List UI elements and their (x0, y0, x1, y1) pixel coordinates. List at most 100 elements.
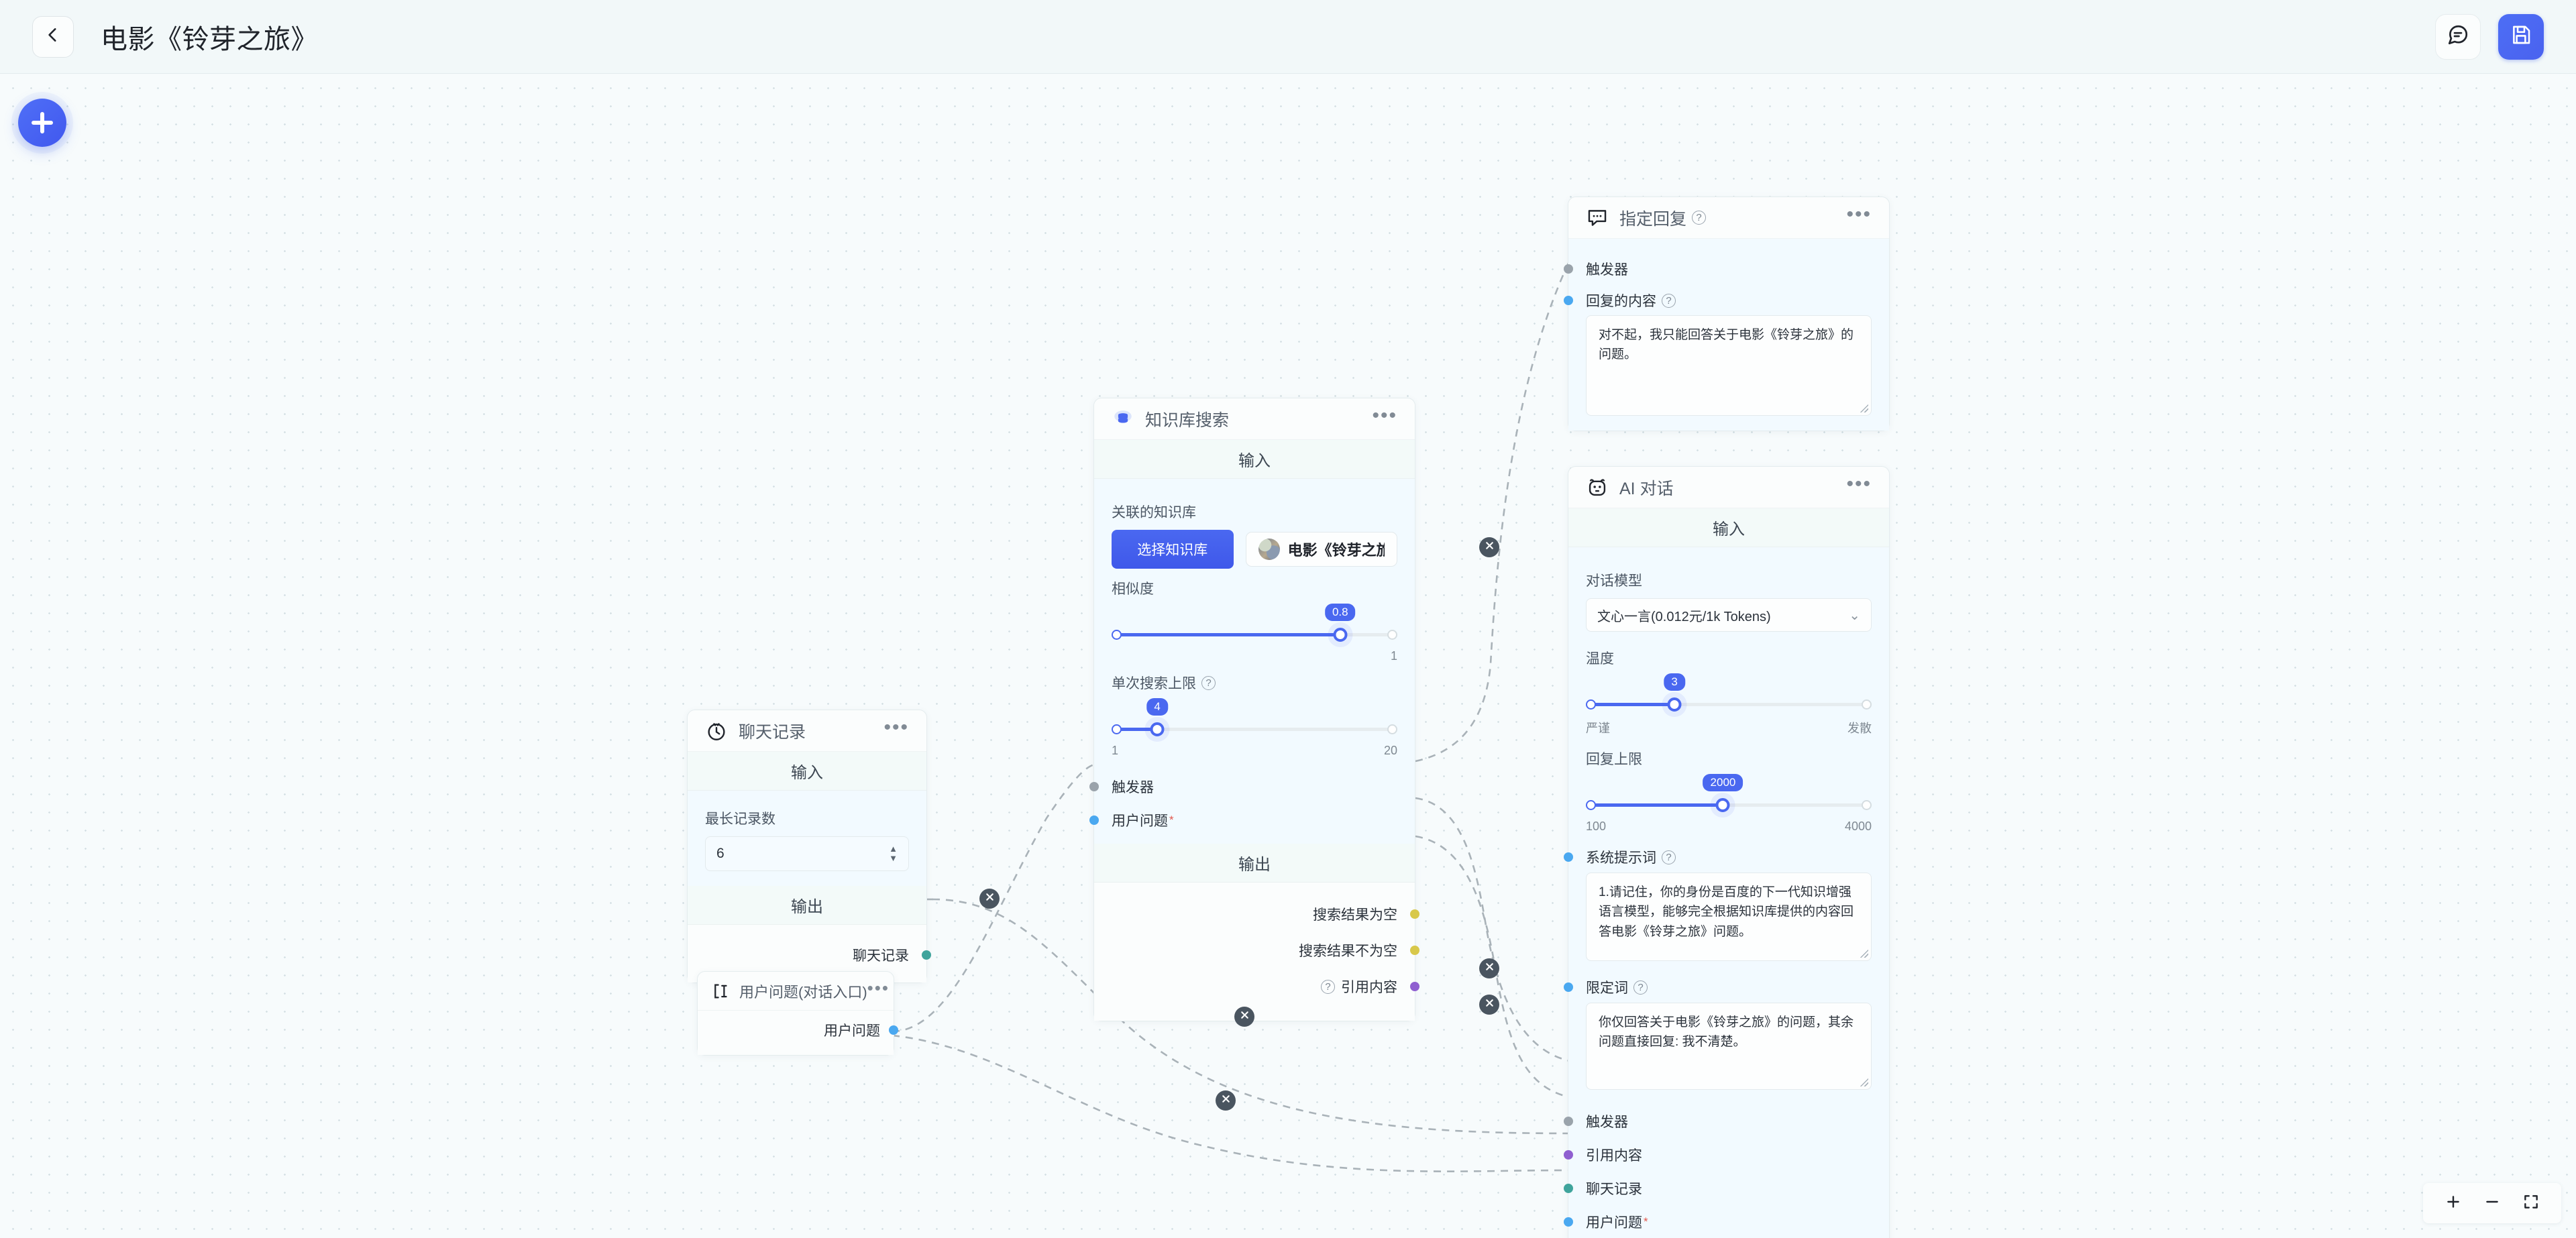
port-system-prompt[interactable]: 系统提示词 ? (1564, 842, 1872, 873)
port-quoted-content[interactable]: ? 引用内容 (1112, 968, 1419, 1005)
port-handle[interactable] (1089, 782, 1099, 791)
reply-content-textarea[interactable]: 对不起，我只能回答关于电影《铃芽之旅》的问题。 (1586, 315, 1872, 416)
port-user-question[interactable]: 用户问题* (1564, 1205, 1872, 1238)
chat-preview-button[interactable] (2435, 13, 2481, 60)
selected-knowledge-base-chip[interactable]: 电影《铃芽之旅》 (1245, 532, 1397, 567)
port-label: 引用内容 (1586, 1148, 1642, 1164)
stepper-up-icon[interactable]: ▲ (889, 844, 898, 854)
port-handle[interactable] (1564, 296, 1573, 305)
port-handle[interactable] (922, 950, 931, 960)
edge-delete-button[interactable] (1479, 537, 1499, 557)
port-chat-history[interactable]: 聊天记录 (1564, 1172, 1872, 1205)
port-trigger[interactable]: 触发器 (1089, 770, 1397, 803)
temperature-knob[interactable] (1667, 697, 1682, 712)
port-search-not-empty[interactable]: 搜索结果不为空 (1112, 932, 1419, 968)
node-knowledge-search[interactable]: 知识库搜索 ••• 输入 关联的知识库 选择知识库 电影《铃芽之旅》 相似度 0… (1089, 398, 1419, 1021)
stepper-down-icon[interactable]: ▼ (889, 853, 898, 863)
search-limit-knob[interactable] (1150, 722, 1165, 736)
port-trigger[interactable]: 触发器 (1564, 252, 1872, 286)
port-trigger[interactable]: 触发器 (1564, 1105, 1872, 1138)
back-button[interactable] (32, 15, 74, 58)
edge-delete-button[interactable] (1479, 958, 1499, 978)
port-handle[interactable] (1564, 982, 1573, 992)
port-user-question[interactable]: 用户问题* (1089, 803, 1397, 837)
node-header[interactable]: 聊天记录 ••• (688, 710, 926, 752)
slider-min-handle (1112, 630, 1122, 640)
add-node-button[interactable] (18, 99, 66, 147)
max-records-stepper[interactable]: 6 ▲ ▼ (705, 836, 909, 871)
node-header[interactable]: 知识库搜索 ••• (1094, 398, 1415, 440)
text-cursor-icon (711, 981, 731, 1001)
fit-view-button[interactable] (2513, 1190, 2549, 1217)
limit-word-textarea[interactable]: 你仅回答关于电影《铃芽之旅》的问题，其余问题直接回复: 我不清楚。 (1586, 1003, 1872, 1090)
port-handle[interactable] (1564, 852, 1573, 862)
port-handle[interactable] (1410, 946, 1419, 955)
node-header[interactable]: AI 对话 ••• (1568, 467, 1889, 508)
reply-limit-slider[interactable]: 2000 (1586, 774, 1872, 814)
stepper-arrows[interactable]: ▲ ▼ (889, 844, 898, 863)
port-limit-word[interactable]: 限定词 ? (1564, 972, 1872, 1003)
zoom-in-button[interactable] (2435, 1190, 2471, 1217)
search-limit-value-bubble: 4 (1146, 698, 1168, 716)
node-header[interactable]: 用户问题(对话入口) ••• (698, 972, 894, 1011)
node-chat-history[interactable]: 聊天记录 ••• 输入 最长记录数 6 ▲ ▼ 输出 聊天记录 (687, 710, 931, 983)
robot-icon (1586, 476, 1609, 499)
edge-delete-button[interactable] (1216, 1090, 1236, 1111)
port-label: 用户问题 (824, 1023, 880, 1039)
zoom-out-button[interactable] (2474, 1190, 2510, 1217)
help-icon[interactable]: ? (1321, 979, 1335, 994)
edge-delete-button[interactable] (979, 889, 1000, 909)
node-ai-dialog[interactable]: AI 对话 ••• 输入 对话模型 文心一言(0.012元/1k Tokens)… (1564, 466, 1890, 1238)
node-menu-button[interactable]: ••• (1846, 472, 1872, 495)
port-handle[interactable] (1564, 1117, 1573, 1126)
port-chat-history-output[interactable]: 聊天记录 (705, 938, 931, 972)
port-quoted-content[interactable]: 引用内容 (1564, 1138, 1872, 1172)
node-menu-button[interactable]: ••• (1846, 203, 1872, 225)
port-user-question-output[interactable]: 用户问题 (711, 1015, 898, 1046)
slider-max-handle (1387, 630, 1397, 640)
port-handle[interactable] (1410, 982, 1419, 991)
help-icon[interactable]: ? (1201, 675, 1216, 690)
temperature-slider[interactable]: 3 (1586, 673, 1872, 714)
save-button[interactable] (2498, 13, 2544, 60)
help-icon[interactable]: ? (1662, 293, 1676, 308)
node-body-inputs: 对话模型 文心一言(0.012元/1k Tokens) ⌄ 温度 3 严谨 发散… (1564, 547, 1889, 1238)
help-icon[interactable]: ? (1662, 850, 1676, 864)
node-body-outputs: 用户问题 (698, 1011, 898, 1055)
model-select[interactable]: 文心一言(0.012元/1k Tokens) ⌄ (1586, 598, 1872, 632)
edge-delete-button[interactable] (1479, 995, 1499, 1015)
edge-delete-button[interactable] (1234, 1007, 1254, 1027)
help-icon[interactable]: ? (1692, 211, 1707, 225)
port-label: 用户问题 (1112, 813, 1168, 829)
workflow-canvas[interactable]: 指定回复 ? ••• 触发器 回复的内容 ? 对不起，我只能回答关于电影《铃芽之… (0, 74, 2576, 1238)
node-header[interactable]: 指定回复 ? ••• (1568, 197, 1889, 239)
port-handle[interactable] (889, 1025, 898, 1035)
similarity-knob[interactable] (1333, 628, 1348, 642)
port-handle[interactable] (1564, 1184, 1573, 1193)
node-menu-button[interactable]: ••• (867, 977, 890, 998)
port-handle[interactable] (1410, 909, 1419, 919)
port-handle[interactable] (1564, 1150, 1573, 1160)
node-menu-button[interactable]: ••• (883, 716, 909, 738)
slider-max-handle (1862, 800, 1872, 810)
port-reply-content[interactable]: 回复的内容 ? (1564, 286, 1872, 315)
max-records-value: 6 (716, 846, 724, 861)
search-limit-text: 单次搜索上限 (1112, 676, 1196, 691)
help-icon[interactable]: ? (1633, 980, 1648, 995)
search-limit-max: 20 (1383, 744, 1397, 757)
port-search-empty[interactable]: 搜索结果为空 (1112, 896, 1419, 932)
slider-max-handle (1862, 699, 1872, 710)
reply-limit-knob[interactable] (1715, 798, 1730, 812)
system-prompt-textarea[interactable]: 1.请记住，你的身份是百度的下一代知识增强语言模型，能够完全根据知识库提供的内容… (1586, 873, 1872, 961)
port-handle[interactable] (1089, 815, 1099, 825)
select-knowledge-base-button[interactable]: 选择知识库 (1112, 530, 1234, 569)
search-limit-slider[interactable]: 4 (1112, 698, 1397, 738)
node-body-inputs: 最长记录数 6 ▲ ▼ (688, 791, 926, 886)
node-menu-button[interactable]: ••• (1372, 404, 1397, 427)
node-user-question[interactable]: 用户问题(对话入口) ••• 用户问题 (697, 971, 898, 1056)
node-specified-reply[interactable]: 指定回复 ? ••• 触发器 回复的内容 ? 对不起，我只能回答关于电影《铃芽之… (1564, 196, 1890, 431)
port-handle[interactable] (1564, 264, 1573, 274)
port-handle[interactable] (1564, 1217, 1573, 1227)
similarity-slider[interactable]: 0.8 (1112, 604, 1397, 644)
similarity-max: 1 (1390, 649, 1397, 663)
